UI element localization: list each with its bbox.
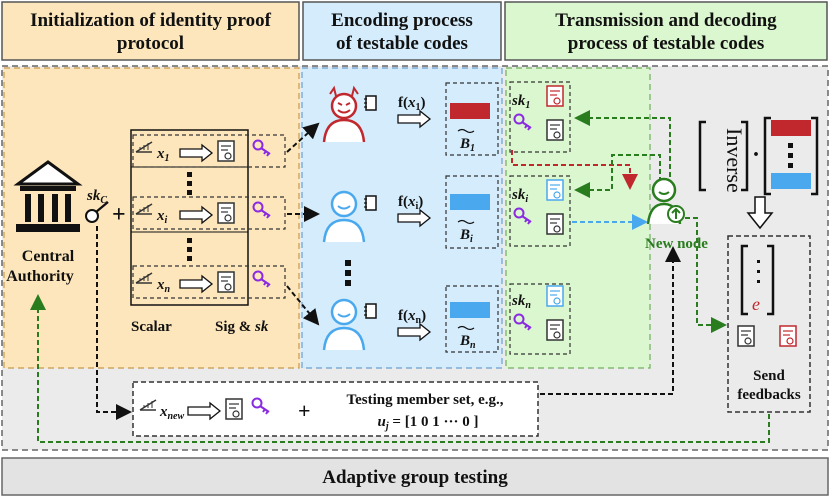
notebook-icon xyxy=(363,95,377,111)
document-icon xyxy=(546,319,564,341)
plus-sign: + xyxy=(298,398,311,423)
document-icon xyxy=(546,179,564,201)
multiply-dot: · xyxy=(752,142,760,168)
scalar-table xyxy=(130,129,249,306)
header-transmission-bg xyxy=(504,1,828,61)
ski-label: ski xyxy=(511,187,528,205)
header-transmission-text: Transmission and decoding process of tes… xyxy=(555,10,777,54)
authority-line1: Central xyxy=(22,248,75,265)
code-box: Bn xyxy=(445,285,499,353)
green-response-arrow xyxy=(574,110,671,185)
document-icon xyxy=(546,285,564,307)
send-line2: feedbacks xyxy=(737,387,800,403)
document-icon xyxy=(546,119,564,141)
skc-to-new-arrow xyxy=(96,226,132,420)
green-panel xyxy=(505,67,651,369)
header-init-text: Initialization of identity proof protoco… xyxy=(30,10,271,54)
inverse-matrix: Inverse xyxy=(698,120,749,193)
new-node-icon xyxy=(646,177,685,225)
user-icon xyxy=(322,298,366,351)
sig-sk-label: Sig & sk xyxy=(215,319,269,335)
header-encoding-bg xyxy=(302,1,502,61)
code-matrix xyxy=(763,116,819,196)
testing-line1: Testing member set, e.g., xyxy=(346,392,503,408)
document-icon xyxy=(546,85,564,107)
malicious-user-icon xyxy=(322,85,366,143)
document-icon xyxy=(217,140,235,162)
authority-line2: Authority xyxy=(6,268,74,285)
header-encoding-text: Encoding process of testable codes xyxy=(331,10,473,54)
new-row-arrow xyxy=(540,246,681,395)
arrow-to-user1 xyxy=(286,122,320,153)
bank-icon xyxy=(13,160,83,232)
document-icon xyxy=(225,398,243,420)
header-init-bg xyxy=(1,1,300,61)
document-icon xyxy=(779,325,797,347)
table-row: xi xyxy=(132,196,286,230)
footer-bar xyxy=(1,457,829,496)
green-response-arrow xyxy=(574,154,661,198)
sk-box: ski xyxy=(509,175,571,247)
header-init: Initialization of identity proof protoco… xyxy=(2,2,299,62)
feedback-box xyxy=(727,235,811,413)
new-node-label: New node xyxy=(645,236,708,252)
send-line1: Send xyxy=(753,368,785,384)
header-transmission: Transmission and decoding process of tes… xyxy=(505,2,827,62)
code-box: B1 xyxy=(445,82,499,156)
code-box: Bi xyxy=(445,175,499,249)
user-icon xyxy=(322,190,366,243)
header-encoding: Encoding process of testable codes xyxy=(303,2,501,62)
user-ellipsis xyxy=(345,260,351,286)
skc-key-icon xyxy=(85,201,109,223)
code-bi: Bi xyxy=(459,227,473,245)
document-icon xyxy=(217,202,235,224)
testing-line2: uj = [1 0 1 ··· 0 ] xyxy=(378,414,479,432)
vector-e: e xyxy=(752,294,760,314)
document-icon xyxy=(737,325,755,347)
notebook-icon xyxy=(363,195,377,211)
result-vector: e xyxy=(740,244,775,316)
footer-title: Adaptive group testing xyxy=(322,467,508,488)
function-f-xn: f(xn) xyxy=(398,308,426,326)
function-f-x1: f(x1) xyxy=(398,95,426,113)
ellipsis-dots xyxy=(187,172,192,261)
inverse-label: Inverse xyxy=(722,128,747,193)
notebook-icon xyxy=(363,303,377,319)
red-request-arrow xyxy=(511,150,638,190)
green-feedback-arrow xyxy=(685,217,727,333)
arrow-to-usern xyxy=(286,285,320,326)
xi-label: xi xyxy=(156,208,168,226)
down-arrow-icon xyxy=(746,196,774,230)
document-icon xyxy=(546,213,564,235)
document-icon xyxy=(217,271,235,293)
feedback-loop-arrow xyxy=(30,294,770,443)
plus-sign: + xyxy=(112,202,126,228)
scalar-label: Scalar xyxy=(131,319,172,335)
